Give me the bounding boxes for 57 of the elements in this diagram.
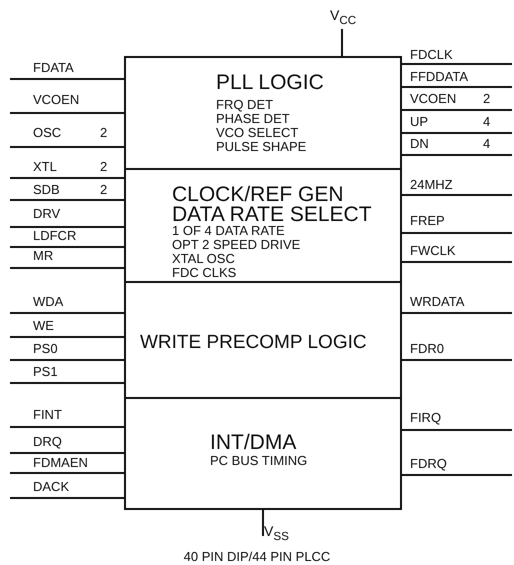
pin-name: PS1 — [33, 365, 58, 378]
block-title: DATA RATE SELECT — [172, 204, 372, 225]
pin-name: FDCLK — [410, 48, 453, 61]
pin-count: 4 — [483, 137, 490, 150]
pin-name: FDR0 — [410, 342, 444, 355]
function-label: PHASE DET — [216, 112, 290, 125]
pin-name: DACK — [33, 480, 70, 493]
pin-name: DRQ — [33, 435, 62, 448]
pin-line — [262, 510, 264, 536]
pin-count: 2 — [100, 126, 108, 139]
pin-name: VCOEN — [33, 93, 80, 106]
function-label: OPT 2 SPEED DRIVE — [172, 238, 300, 251]
power-pin-label: V$_{SS}$ — [264, 524, 289, 542]
function-label: FDC CLKS — [172, 266, 236, 279]
pin-name: UP — [410, 115, 428, 128]
block-title: WRITE PRECOMP LOGIC — [140, 333, 367, 352]
pin-name: SDB — [33, 183, 60, 196]
function-label: XTAL OSC — [172, 252, 235, 265]
pin-name: WRDATA — [410, 295, 464, 308]
pin-name: WDA — [33, 295, 64, 308]
pin-name: FWCLK — [410, 244, 456, 257]
pin-name: DN — [410, 137, 429, 150]
pin-name: LDFCR — [33, 229, 76, 242]
logic-block — [124, 56, 402, 170]
pin-name: FDATA — [33, 61, 74, 74]
function-label: FRQ DET — [216, 98, 274, 111]
pin-name: XTL — [33, 160, 57, 173]
function-label: PC BUS TIMING — [210, 454, 308, 467]
pin-name: WE — [33, 319, 54, 332]
block-title: INT/DMA — [210, 432, 296, 453]
pin-name: FDRQ — [410, 457, 447, 470]
pin-count: 2 — [100, 183, 108, 196]
pin-line — [341, 29, 343, 56]
block-title: CLOCK/REF GEN — [172, 184, 344, 205]
pin-name: FREP — [410, 214, 445, 227]
pin-name: VCOEN — [410, 92, 456, 105]
block-title: PLL LOGIC — [216, 72, 324, 93]
pin-name: MR — [33, 249, 54, 262]
logic-block — [124, 397, 402, 510]
pin-name: FDMAEN — [33, 456, 88, 469]
pin-count: 2 — [483, 92, 490, 105]
function-label: VCO SELECT — [216, 126, 298, 139]
pin-name: PS0 — [33, 342, 58, 355]
power-pin-label: V$_{CC}$ — [330, 8, 356, 26]
logic-block — [124, 168, 402, 283]
pin-name: FFDDATA — [410, 70, 468, 83]
pin-count: 4 — [483, 115, 490, 128]
function-label: PULSE SHAPE — [216, 140, 306, 153]
caption: 40 PIN DIP/44 PIN PLCC — [182, 550, 332, 563]
pin-count: 2 — [100, 160, 108, 173]
logic-block — [124, 281, 402, 399]
pin-name: FIRQ — [410, 411, 442, 424]
function-label: 1 OF 4 DATA RATE — [172, 224, 285, 237]
pin-name: OSC — [33, 126, 62, 139]
pin-name: FINT — [33, 408, 62, 421]
pin-name: 24MHZ — [410, 178, 453, 191]
pin-name: DRV — [33, 207, 60, 220]
